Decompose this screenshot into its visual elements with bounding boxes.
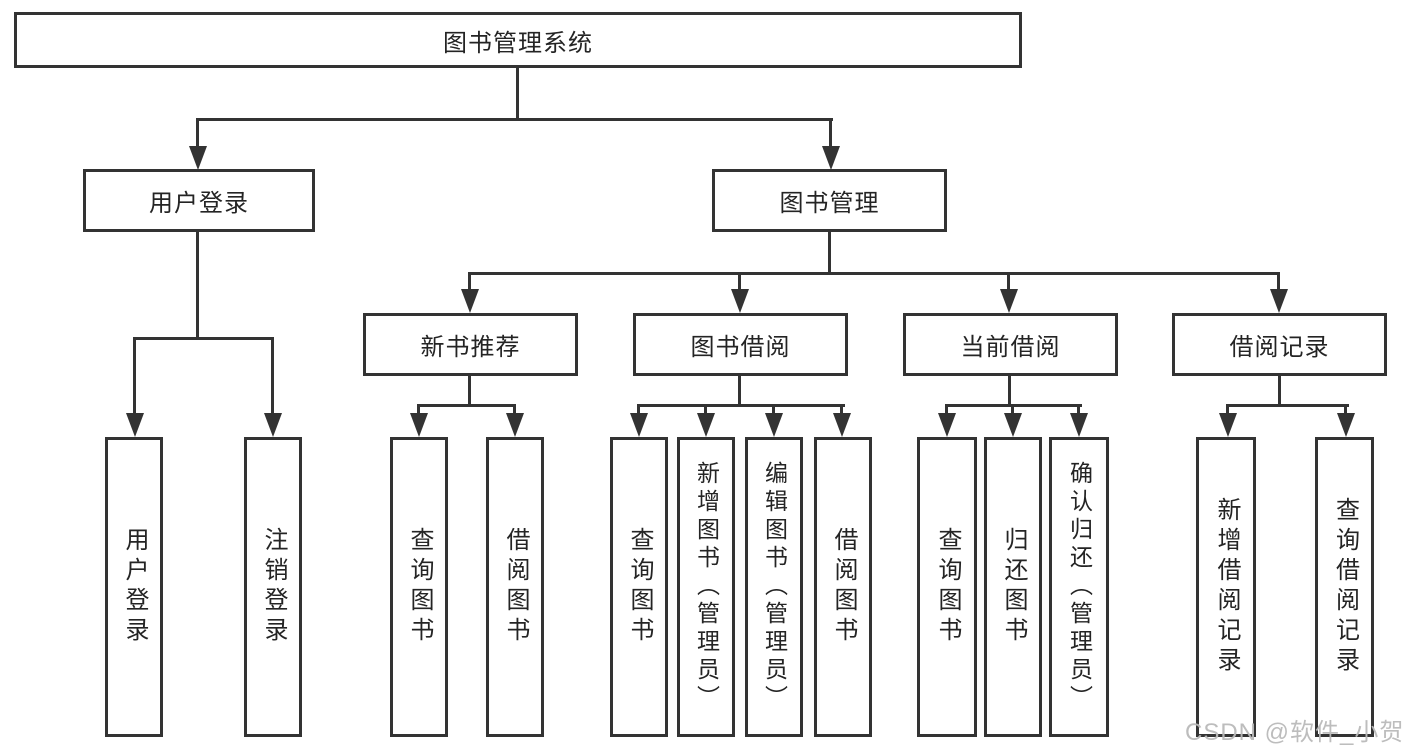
leaf-query-borrow-record: 查询借阅记录 — [1315, 437, 1374, 737]
arrowhead-down-icon — [264, 413, 282, 437]
connector-line — [516, 68, 519, 120]
node-current-borrow-label: 当前借阅 — [960, 334, 1061, 361]
arrowhead-down-icon — [822, 146, 840, 170]
leaf-return-books: 归还图书 — [984, 437, 1042, 737]
leaf-borrow-borrow-books-label: 借阅图书 — [830, 527, 857, 647]
node-book-mgmt: 图书管理 — [712, 169, 947, 232]
connector-line — [468, 272, 1280, 275]
connector-line — [829, 118, 832, 148]
connector-line — [468, 272, 471, 292]
node-new-book-rec-label: 新书推荐 — [420, 334, 521, 361]
connector-line — [1011, 404, 1014, 416]
arrowhead-down-icon — [189, 146, 207, 170]
connector-line — [1226, 404, 1229, 416]
connector-line — [772, 404, 775, 416]
connector-line — [1278, 376, 1281, 407]
leaf-edit-books-admin-label: 编辑图书（管理员） — [761, 461, 788, 713]
leaf-edit-books-admin: 编辑图书（管理员） — [745, 437, 803, 737]
connector-line — [513, 404, 516, 416]
node-book-mgmt-label: 图书管理 — [779, 190, 880, 217]
leaf-confirm-return-admin-label: 确认归还（管理员） — [1066, 461, 1093, 713]
leaf-current-query-books-label: 查询图书 — [934, 527, 961, 647]
connector-line — [1277, 272, 1280, 292]
arrowhead-down-icon — [506, 413, 524, 437]
arrowhead-down-icon — [731, 289, 749, 313]
connector-line — [1007, 272, 1010, 292]
connector-line — [738, 272, 741, 292]
arrowhead-down-icon — [1219, 413, 1237, 437]
leaf-borrow-query-books: 查询图书 — [610, 437, 668, 737]
node-borrow-record: 借阅记录 — [1172, 313, 1387, 376]
connector-line — [828, 232, 831, 275]
connector-line — [1226, 404, 1349, 407]
connector-line — [417, 404, 516, 407]
leaf-user-login: 用户登录 — [105, 437, 163, 737]
node-root: 图书管理系统 — [14, 12, 1022, 68]
connector-line — [133, 337, 274, 340]
leaf-current-query-books: 查询图书 — [917, 437, 977, 737]
arrowhead-down-icon — [938, 413, 956, 437]
leaf-add-books-admin-label: 新增图书（管理员） — [693, 461, 720, 713]
leaf-logout: 注销登录 — [244, 437, 302, 737]
connector-line — [271, 337, 274, 415]
connector-line — [196, 232, 199, 340]
node-root-label: 图书管理系统 — [443, 29, 593, 57]
leaf-rec-query-books-label: 查询图书 — [406, 527, 433, 647]
arrowhead-down-icon — [1000, 289, 1018, 313]
connector-line — [417, 404, 420, 416]
arrowhead-down-icon — [1270, 289, 1288, 313]
leaf-borrow-borrow-books: 借阅图书 — [814, 437, 872, 737]
arrowhead-down-icon — [1070, 413, 1088, 437]
connector-line — [1008, 376, 1011, 407]
leaf-add-books-admin: 新增图书（管理员） — [677, 437, 735, 737]
connector-line — [637, 404, 845, 407]
leaf-rec-query-books: 查询图书 — [390, 437, 448, 737]
connector-line — [738, 376, 741, 407]
arrowhead-down-icon — [1337, 413, 1355, 437]
watermark-text: CSDN @软件_小贺同学 — [1185, 719, 1405, 746]
arrowhead-down-icon — [126, 413, 144, 437]
connector-line — [133, 337, 136, 415]
arrowhead-down-icon — [1004, 413, 1022, 437]
arrowhead-down-icon — [630, 413, 648, 437]
connector-line — [637, 404, 640, 416]
node-new-book-rec: 新书推荐 — [363, 313, 578, 376]
connector-line — [1344, 404, 1347, 416]
connector-line — [840, 404, 843, 416]
arrowhead-down-icon — [461, 289, 479, 313]
leaf-confirm-return-admin: 确认归还（管理员） — [1049, 437, 1109, 737]
leaf-rec-borrow-books-label: 借阅图书 — [502, 527, 529, 647]
node-user-login: 用户登录 — [83, 169, 315, 232]
leaf-add-borrow-record-label: 新增借阅记录 — [1213, 497, 1240, 677]
leaf-return-books-label: 归还图书 — [1000, 527, 1027, 647]
leaf-add-borrow-record: 新增借阅记录 — [1196, 437, 1256, 737]
node-book-borrow: 图书借阅 — [633, 313, 848, 376]
watermark: CSDN @软件_小贺同学 — [1185, 712, 1405, 747]
connector-line — [468, 376, 471, 407]
connector-line — [945, 404, 948, 416]
node-book-borrow-label: 图书借阅 — [690, 334, 791, 361]
leaf-borrow-query-books-label: 查询图书 — [626, 527, 653, 647]
node-current-borrow: 当前借阅 — [903, 313, 1118, 376]
connector-line — [1077, 404, 1080, 416]
connector-line — [704, 404, 707, 416]
arrowhead-down-icon — [410, 413, 428, 437]
connector-line — [196, 118, 199, 148]
arrowhead-down-icon — [833, 413, 851, 437]
arrowhead-down-icon — [765, 413, 783, 437]
leaf-logout-label: 注销登录 — [260, 527, 287, 647]
leaf-rec-borrow-books: 借阅图书 — [486, 437, 544, 737]
node-user-login-label: 用户登录 — [149, 190, 249, 217]
leaf-user-login-label: 用户登录 — [121, 527, 148, 647]
arrowhead-down-icon — [697, 413, 715, 437]
leaf-query-borrow-record-label: 查询借阅记录 — [1331, 497, 1359, 677]
connector-line — [196, 118, 833, 121]
node-borrow-record-label: 借阅记录 — [1229, 334, 1330, 361]
